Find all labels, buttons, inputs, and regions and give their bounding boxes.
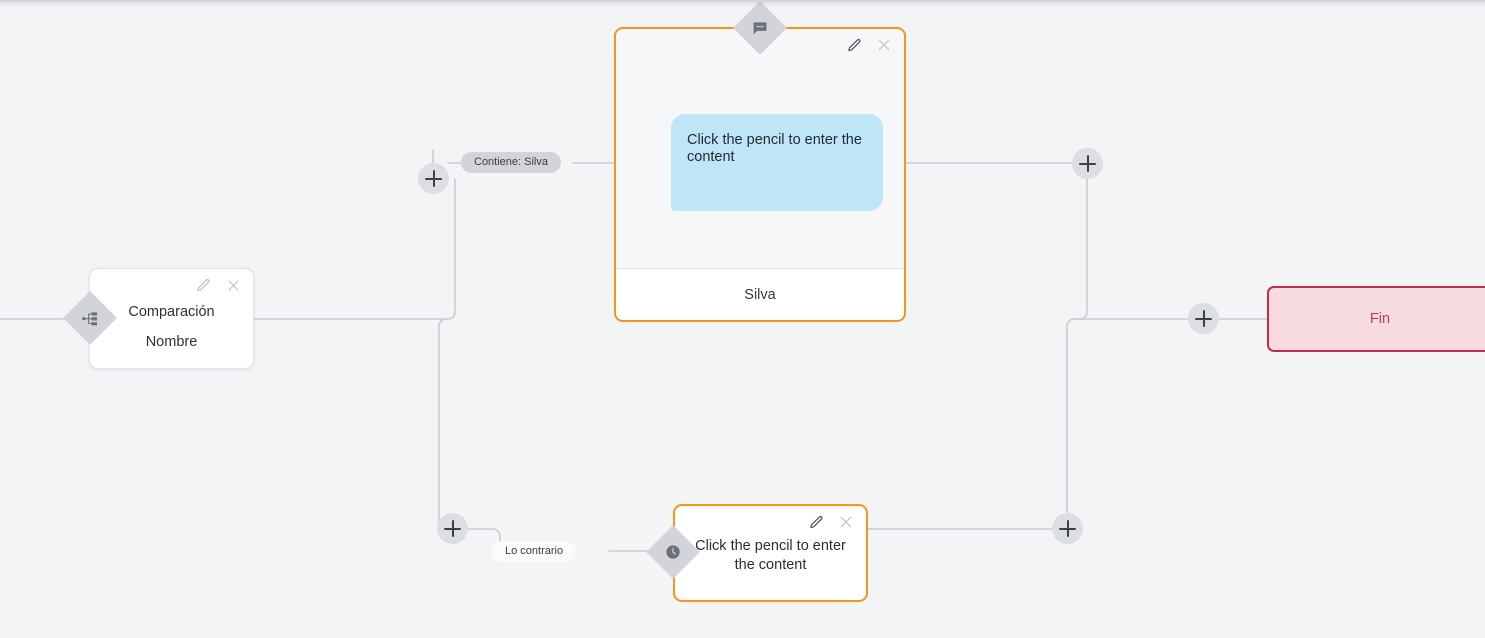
edge-label-contiene[interactable]: Contiene: Silva bbox=[461, 152, 561, 173]
node-comparacion[interactable]: Comparación Nombre bbox=[89, 268, 254, 369]
pencil-icon[interactable] bbox=[846, 37, 862, 53]
node-message-delay-actions bbox=[808, 514, 854, 530]
close-icon[interactable] bbox=[838, 514, 854, 530]
pencil-icon[interactable] bbox=[808, 514, 824, 530]
node-comparacion-subtitle: Nombre bbox=[145, 334, 198, 350]
plus-icon-branch-false[interactable] bbox=[437, 513, 468, 544]
message-bubble[interactable]: Click the pencil to enter the content bbox=[671, 114, 883, 211]
edge-label-contrario[interactable]: Lo contrario bbox=[492, 541, 577, 562]
clock-icon[interactable] bbox=[646, 525, 700, 579]
close-icon[interactable] bbox=[225, 277, 241, 293]
sitemap-icon[interactable] bbox=[63, 291, 117, 345]
node-message-silva-footer: Silva bbox=[616, 268, 904, 320]
node-comparacion-title: Comparación bbox=[128, 304, 215, 320]
node-message-silva[interactable]: Click the pencil to enter the content Si… bbox=[614, 27, 906, 322]
edge-merge-true-down bbox=[1071, 178, 1088, 320]
plus-icon-merge-true[interactable] bbox=[1072, 148, 1103, 179]
plus-icon-before-end[interactable] bbox=[1188, 303, 1219, 334]
chat-bubble-icon[interactable] bbox=[733, 1, 787, 55]
message-bubble-text: Click the pencil to enter the content bbox=[687, 132, 862, 165]
plus-icon-merge-false[interactable] bbox=[1052, 513, 1083, 544]
node-message-delay[interactable]: Click the pencil to enter the content bbox=[673, 504, 868, 602]
node-comparacion-actions bbox=[195, 277, 241, 293]
edge-cmp-to-branch-true bbox=[253, 178, 456, 320]
edge-merge-false-up bbox=[1066, 318, 1189, 514]
node-end[interactable]: Fin bbox=[1267, 286, 1485, 352]
plus-icon-branch-true[interactable] bbox=[418, 163, 449, 194]
edge-cmp-to-branch-false bbox=[438, 318, 454, 530]
pencil-icon[interactable] bbox=[195, 277, 211, 293]
clock-glyph bbox=[665, 544, 681, 560]
node-end-label: Fin bbox=[1369, 311, 1391, 327]
node-message-silva-label: Silva bbox=[744, 286, 776, 303]
chat-bubble-glyph bbox=[752, 20, 769, 37]
node-message-delay-text: Click the pencil to enter the content bbox=[695, 538, 846, 573]
sitemap-glyph bbox=[82, 310, 99, 327]
close-icon[interactable] bbox=[876, 37, 892, 53]
edge-false-plus-stub bbox=[467, 528, 501, 552]
node-message-silva-actions bbox=[846, 37, 892, 53]
node-comparacion-body: Comparación Nombre bbox=[90, 297, 253, 357]
